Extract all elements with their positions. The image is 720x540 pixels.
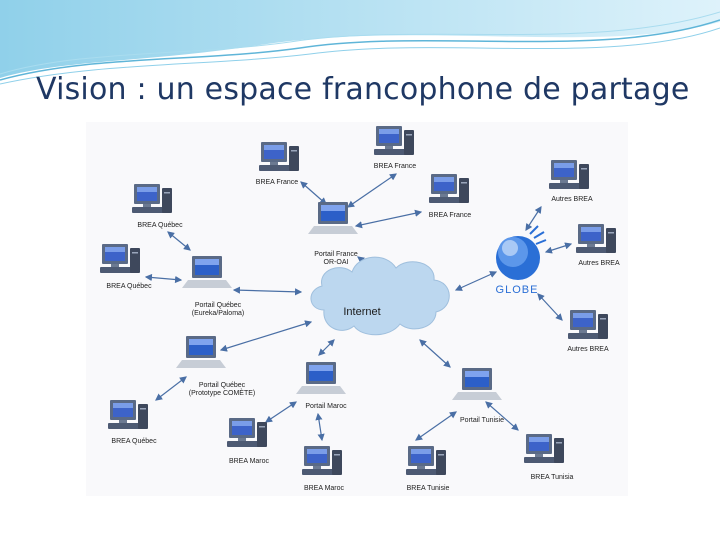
pc-autres-brea-2	[576, 224, 616, 253]
arrow-brea-france2-portail	[347, 173, 397, 208]
arrow-portail-quebec2-internet	[219, 320, 313, 352]
slide-title: Vision : un espace francophone de partag…	[36, 72, 690, 107]
label-brea-tunisie: BREA Tunisie	[406, 485, 450, 492]
label-portail-tunisie: Portail Tunisie	[460, 417, 504, 424]
label-brea-quebec-3: BREA Québec	[111, 438, 157, 445]
arrow-brea-quebec2-portail	[144, 273, 183, 284]
pc-brea-tunisia	[524, 434, 564, 463]
pc-brea-france-2	[374, 126, 414, 155]
label-brea-france-1: BREA France	[255, 179, 299, 186]
arrow-autres3-globe	[537, 293, 563, 321]
label-portail-quebec-2-line2: (Prototype COMÈTE)	[188, 390, 256, 397]
arrow-brea-quebec1-portail	[167, 231, 191, 251]
label-brea-maroc-1: BREA Maroc	[228, 458, 270, 465]
pc-brea-france-3	[429, 174, 469, 203]
arrow-brea-france3-portail	[354, 209, 423, 229]
arrow-brea-tunisie-portail	[415, 411, 457, 441]
arrow-portail-tunisie-internet	[419, 339, 451, 368]
header-waves	[0, 0, 720, 85]
internet-cloud	[310, 256, 450, 336]
globe-logo	[496, 225, 547, 280]
pc-brea-maroc-1	[227, 418, 267, 447]
arrow-brea-tunisia-portail	[485, 401, 519, 431]
globe-label: GLOBE	[495, 284, 539, 296]
arrow-globe-internet	[454, 271, 498, 291]
label-brea-quebec-1: BREA Québec	[137, 222, 183, 229]
connection-arrows	[144, 173, 573, 442]
pc-autres-brea-3	[568, 310, 608, 339]
laptop-portail-france	[308, 202, 358, 234]
label-portail-quebec-1-line2: (Eureka/Paloma)	[191, 310, 245, 317]
arrow-portail-maroc-internet	[318, 339, 335, 356]
label-brea-quebec-2: BREA Québec	[106, 283, 152, 290]
label-brea-france-2: BREA France	[373, 163, 417, 170]
laptop-portail-quebec-1	[182, 256, 232, 288]
label-autres-brea-2: Autres BREA	[578, 260, 620, 267]
arrow-brea-quebec3-portail	[155, 376, 187, 401]
laptop-portail-maroc	[296, 362, 346, 394]
arrow-portail-quebec1-internet	[232, 286, 303, 296]
label-autres-brea-3: Autres BREA	[567, 346, 609, 353]
pc-brea-quebec-3	[108, 400, 148, 429]
label-portail-quebec-1-line1: Portail Québec	[194, 302, 242, 309]
pc-brea-france-1	[259, 142, 299, 171]
pc-brea-quebec-1	[132, 184, 172, 213]
network-diagram: Internet GLOBE BREA France BREA France B…	[86, 122, 628, 496]
pc-autres-brea-1	[549, 160, 589, 189]
label-portail-france-line2: OR-OAI	[323, 259, 349, 266]
label-brea-tunisia: BREA Tunisia	[530, 474, 574, 481]
label-portail-quebec-2-line1: Portail Québec	[198, 382, 246, 389]
pc-brea-tunisie	[406, 446, 446, 475]
internet-label: Internet	[343, 306, 381, 318]
laptop-portail-tunisie	[452, 368, 502, 400]
arrow-brea-maroc1-portail	[265, 401, 297, 423]
label-brea-france-3: BREA France	[428, 212, 472, 219]
arrow-brea-france1-portail	[300, 181, 327, 205]
pc-brea-quebec-2	[100, 244, 140, 273]
arrow-brea-maroc2-portail	[315, 412, 325, 442]
laptop-portail-quebec-2	[176, 336, 226, 368]
label-portail-france-line1: Portail France	[314, 251, 358, 258]
label-portail-maroc: Portail Maroc	[305, 403, 347, 410]
label-brea-maroc-2: BREA Maroc	[303, 485, 345, 492]
arrow-autres1-globe	[525, 205, 542, 232]
diagram-canvas	[100, 126, 616, 475]
label-autres-brea-1: Autres BREA	[551, 196, 593, 203]
arrow-autres2-globe	[544, 242, 573, 254]
pc-brea-maroc-2	[302, 446, 342, 475]
